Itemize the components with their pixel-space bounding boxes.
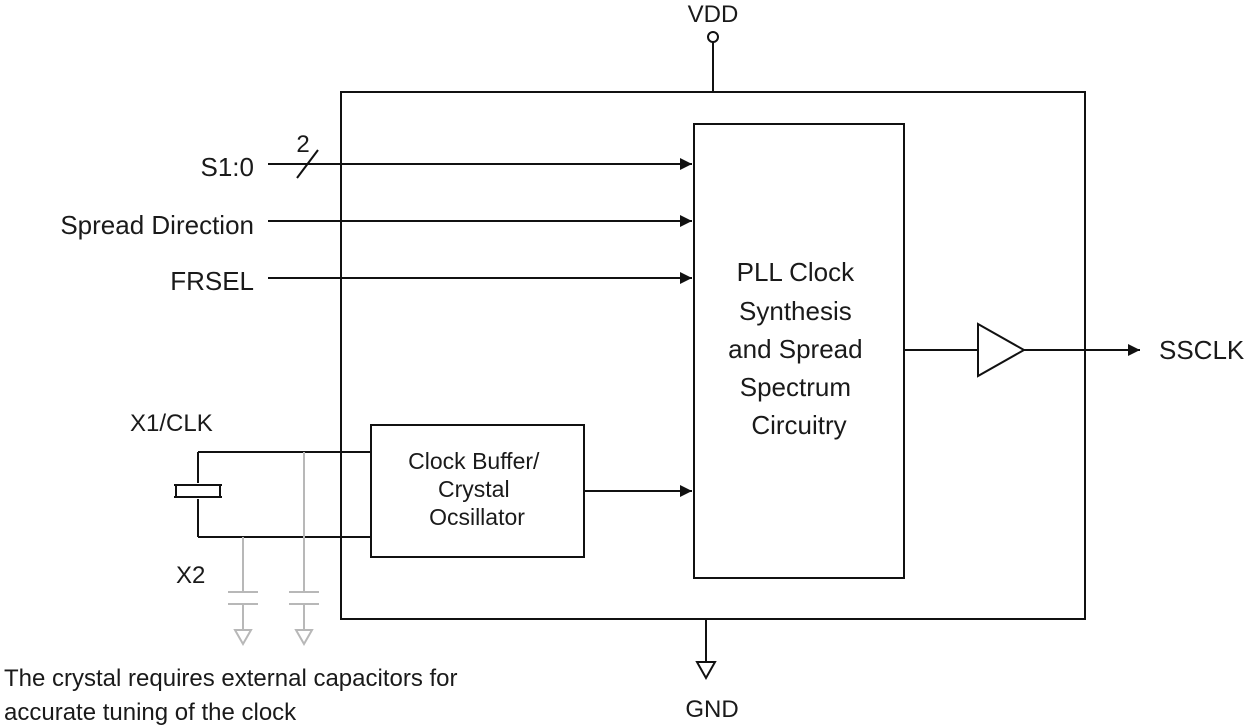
pll-block-label: PLL Clock Synthesis and Spread Spectrum …	[728, 257, 870, 440]
ssclk-label: SSCLK	[1159, 335, 1245, 365]
vdd-pin: VDD	[688, 1, 739, 92]
x2-label: X2	[176, 562, 205, 589]
gnd-pin: GND	[685, 619, 739, 723]
s10-label: S1:0	[201, 152, 255, 182]
frsel-label: FRSEL	[170, 266, 254, 296]
crystal: X1/CLK X2	[130, 410, 371, 589]
capacitor-left	[228, 537, 258, 647]
gnd-label: GND	[685, 696, 738, 723]
external-capacitors	[228, 452, 319, 647]
capacitor-note: The crystal requires external capacitors…	[4, 665, 464, 726]
pll-block: PLL Clock Synthesis and Spread Spectrum …	[693, 123, 905, 579]
oscillator-block: Clock Buffer/ Crystal Ocsillator	[370, 424, 585, 558]
s10-input: S1:0 2	[201, 131, 692, 182]
bus-slash	[296, 149, 319, 179]
vdd-label: VDD	[688, 1, 739, 28]
oscillator-block-label: Clock Buffer/ Crystal Ocsillator	[408, 448, 546, 530]
spread-direction-label: Spread Direction	[60, 210, 254, 240]
capacitor-right	[289, 452, 319, 647]
x1clk-label: X1/CLK	[130, 410, 213, 437]
frsel-input: FRSEL	[170, 266, 692, 296]
bus-width-label: 2	[296, 131, 309, 158]
output-buffer: SSCLK	[904, 322, 1245, 378]
spread-direction-input: Spread Direction	[60, 210, 692, 240]
